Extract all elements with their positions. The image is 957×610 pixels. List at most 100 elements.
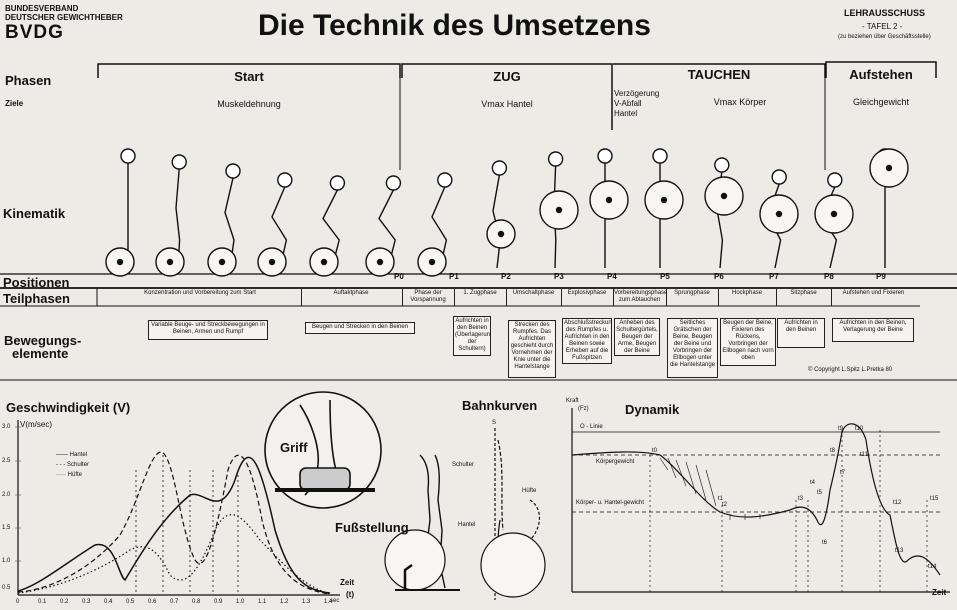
barbell-hub <box>605 196 613 204</box>
lifter-head <box>491 160 508 176</box>
velocity-sec: sec <box>330 598 340 604</box>
barbell-hub <box>376 258 384 266</box>
griff-circle <box>264 391 382 509</box>
element-box-2: Aufrichten in den Beinen (Überlagerung d… <box>453 316 491 356</box>
xtick: 0.7 <box>170 599 179 605</box>
goal-tauchen: Vmax Körper <box>713 97 767 107</box>
subphase-divider <box>561 288 562 306</box>
subphase-6: Vorbereitungsphase zum Abtauchen <box>614 290 668 303</box>
lifter-figure <box>869 148 909 268</box>
xtick: 0.9 <box>214 599 223 605</box>
xtick: 1.2 <box>280 599 289 605</box>
barbell-hub <box>775 210 783 218</box>
t-label-2: t2 <box>722 502 728 508</box>
barbell-hub <box>720 192 728 200</box>
bahn-huefte <box>529 499 540 541</box>
lifter-head <box>827 172 843 188</box>
row-label-positionen: Positionen <box>3 275 70 290</box>
panel-sub: - TAFEL 2 - <box>862 22 903 31</box>
barbell-hub <box>497 230 505 238</box>
barbell-hub <box>428 258 436 266</box>
barbell-hub <box>885 164 893 172</box>
row-label-bewegung-2: elemente <box>12 346 69 361</box>
dynamik-heading: Dynamik <box>625 402 680 417</box>
lifter-figure <box>155 154 187 277</box>
curve-schulter <box>17 451 331 595</box>
barbell-hub <box>218 258 226 266</box>
row-label-teilphasen: Teilphasen <box>3 291 70 306</box>
t-label-1: t1 <box>718 496 724 502</box>
velocity-legend: —— Hantel - - - Schulter ····· Hüfte <box>56 452 90 478</box>
dynamik-zeit: Zeit <box>932 588 947 597</box>
t-label-11: t11 <box>860 452 868 458</box>
lifter-figure <box>257 172 293 277</box>
goal-aufstehen: Gleichgewicht <box>852 97 910 107</box>
legend-schulter: Schulter <box>67 462 90 468</box>
lifter-figure <box>589 148 629 268</box>
t-label-9: t9 <box>838 426 844 432</box>
element-box-6: Seitliches Grätschen der Beine, Beugen d… <box>667 318 718 378</box>
subphase-divider <box>831 288 832 306</box>
subphase-7: Sprungphase <box>674 290 710 296</box>
position-p6: P6 <box>714 272 724 281</box>
bracket-zug <box>401 63 613 130</box>
subphase-5: Explosivphase <box>567 290 607 296</box>
xtick: 0.2 <box>60 599 69 605</box>
bahn-label-s: S <box>492 420 497 426</box>
lifter-head <box>120 148 136 164</box>
lifter-head <box>714 157 730 173</box>
ytick: 1.0 <box>2 558 11 564</box>
element-box-8: Aufrichten in den Beinen <box>777 318 825 348</box>
goal-tauchen-left: Verzögerung V-Abfall Hantel <box>614 89 659 119</box>
subphase-2: Phase der Vorspannung <box>410 290 446 303</box>
bahn-label-hantel: Hantel <box>458 522 476 528</box>
position-p8: P8 <box>824 272 834 281</box>
xtick: 0.3 <box>82 599 91 605</box>
phase-zug: ZUG <box>493 69 521 84</box>
t-label-13: t13 <box>895 548 904 554</box>
copyright: © Copyright L.Spitz L.Pretka 80 <box>808 367 893 373</box>
barbell-hub <box>830 210 838 218</box>
xtick: 0.8 <box>192 599 201 605</box>
barbell-hub <box>116 258 124 266</box>
element-box-1: Beugen und Strecken in den Beinen <box>305 322 415 334</box>
t-label-3: t3 <box>798 496 804 502</box>
lifter-figure <box>207 163 241 277</box>
bahn-schulter <box>497 439 504 531</box>
xtick: 1.1 <box>258 599 267 605</box>
dynamik-koerpergewicht: Körpergewicht <box>596 459 635 465</box>
lifter-figure <box>759 169 799 269</box>
bracket-aufstehen <box>825 61 937 78</box>
dynamik-o-linie: O - Linie <box>580 424 603 430</box>
xtick: 0.4 <box>104 599 113 605</box>
t-label-15: t15 <box>930 496 939 502</box>
row-label-ziele: Ziele <box>5 99 24 108</box>
element-box-0: Variable Beuge- und Streckbewegungen in … <box>148 320 268 340</box>
page-title: Die Technik des Umsetzens <box>258 9 651 42</box>
position-p9: P9 <box>876 272 886 281</box>
xtick: 1.0 <box>236 599 245 605</box>
t-label-6: t6 <box>822 540 828 546</box>
goal-v-abfall: V-Abfall <box>614 99 642 108</box>
bracket-start <box>97 63 401 78</box>
velocity-xlabel: Zeit <box>340 578 355 587</box>
lifter-head <box>385 175 402 191</box>
xtick: 0.6 <box>148 599 157 605</box>
lifter-figure <box>417 172 453 277</box>
dynamik-fz: (Fz) <box>578 406 589 412</box>
subphase-4: Umschaltphase <box>512 290 555 296</box>
lifter-figure <box>644 148 684 268</box>
lifter-figure <box>365 175 402 277</box>
subphase-divider <box>776 288 777 306</box>
row-label-kinematik: Kinematik <box>3 206 66 221</box>
subphase-10: Aufstehen und Fixieren <box>842 290 905 296</box>
velocity-xunit: (t) <box>346 590 354 599</box>
t-label-12: t12 <box>893 500 902 506</box>
force-curve <box>571 423 941 576</box>
ytick: 2.0 <box>2 492 11 498</box>
subphase-0: Konzentration und Vorbereitung zum Start <box>144 290 256 296</box>
xtick: 0.5 <box>126 599 135 605</box>
bracket-tauchen <box>613 63 826 78</box>
panel-note: (zu beziehen über Geschäftsstelle) <box>838 34 931 40</box>
